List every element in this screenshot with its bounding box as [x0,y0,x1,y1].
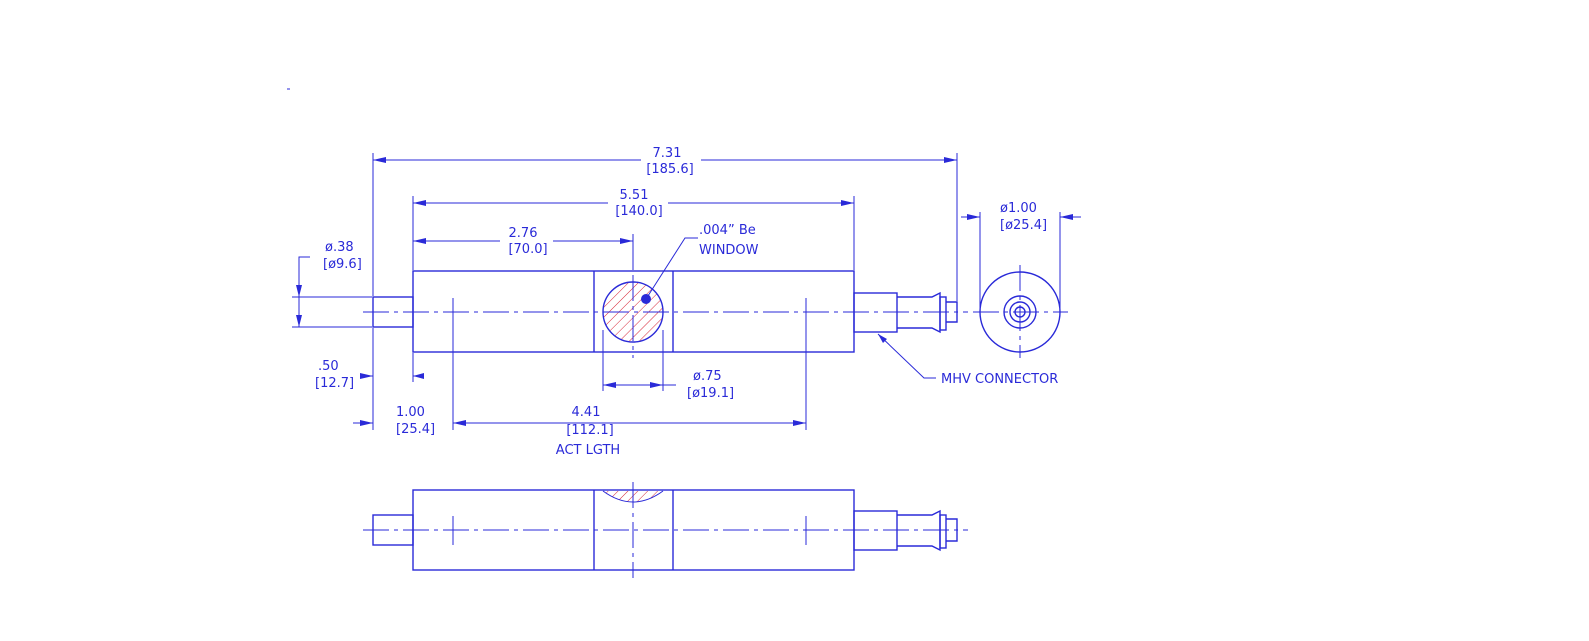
window-position-in: 2.76 [509,226,538,241]
overall-length-in: 7.31 [653,146,682,161]
active-offset-in: 1.00 [396,405,425,420]
stem-length-in: .50 [318,359,339,374]
window-diameter-in: ø.75 [693,369,722,384]
active-length-mm: [112.1] [566,423,613,438]
top-view: 7.31 [185.6] 5.51 [140.0] 2.76 [70.0] .0… [292,146,1058,458]
stem-diameter-mm: [ø9.6] [323,257,362,272]
body-length-mm: [140.0] [615,204,662,219]
window-position-mm: [70.0] [508,242,547,257]
window-callout-line2: WINDOW [699,243,759,258]
connector-leader [877,333,936,379]
window-leader [645,237,698,300]
active-length-in: 4.41 [572,405,601,420]
end-view: ø1.00 [ø25.4] [961,201,1081,358]
stem-length-mm: [12.7] [315,376,354,391]
connector-ring [939,296,947,331]
overall-length-mm: [185.6] [646,162,693,177]
active-length-note: ACT LGTH [556,443,620,458]
active-offset-mm: [25.4] [396,422,435,437]
window-callout-line1: .004” Be [699,223,756,238]
side-view [363,482,968,578]
body-diameter-in: ø1.00 [1000,201,1037,216]
body-length-in: 5.51 [620,188,649,203]
window-diameter-mm: [ø19.1] [687,386,734,401]
stem-diameter-in: ø.38 [325,240,354,255]
body-diameter-mm: [ø25.4] [1000,218,1047,233]
connector-callout: MHV CONNECTOR [941,372,1058,387]
